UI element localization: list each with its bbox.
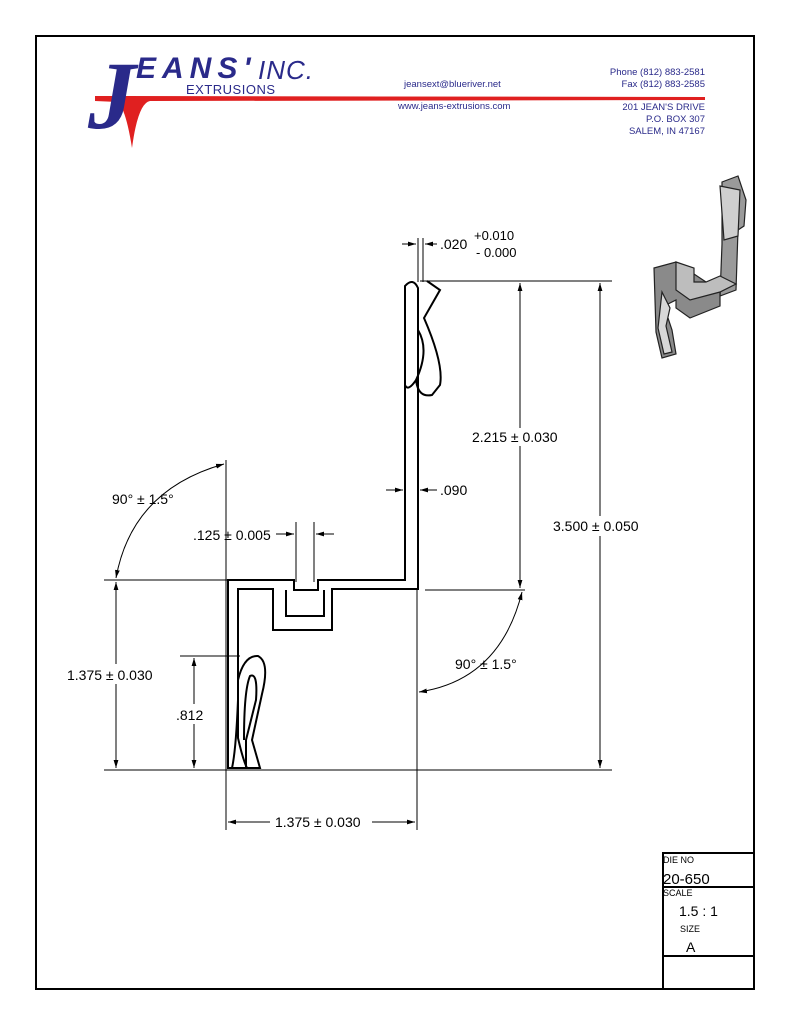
slot-dim: .125 ± 0.005 <box>193 527 271 543</box>
size-value: A <box>686 939 696 955</box>
top-clip <box>414 280 442 397</box>
angle-right-dim: 90° ± 1.5° <box>455 656 517 672</box>
scale-label: SCALE <box>663 888 693 898</box>
wall-dim: .090 <box>440 482 468 498</box>
title-block-divider-2 <box>662 955 755 957</box>
address-line-3: SALEM, IN 47167 <box>628 126 705 137</box>
profile-outline <box>227 281 419 769</box>
width-dim: 1.375 ± 0.030 <box>275 814 361 830</box>
logo-inc: INC. <box>258 55 314 85</box>
angle-left-dim: 90° ± 1.5° <box>112 491 174 507</box>
logo-eans: EANS' <box>136 52 257 85</box>
title-block <box>662 852 755 990</box>
phone-text: Phone (812) 883-2581 <box>609 67 705 78</box>
lower-height-dim: 1.375 ± 0.030 <box>67 667 153 683</box>
upper-height-dim: 2.215 ± 0.030 <box>472 429 558 445</box>
logo-extrusions: EXTRUSIONS <box>186 82 276 97</box>
wall-top-minus: - 0.000 <box>476 245 517 260</box>
fax-text: Fax (812) 883-2585 <box>621 79 705 90</box>
slot-inner <box>285 590 325 617</box>
phone-block: Phone (812) 883-2581 Fax (812) 883-2585 <box>610 67 705 91</box>
address-line-2: P.O. BOX 307 <box>646 114 705 125</box>
wall-top-dim: .020 <box>440 236 468 252</box>
website-text: www.jeans-extrusions.com <box>398 101 511 112</box>
bottom-clip <box>237 654 267 769</box>
logo-j: J <box>88 42 136 149</box>
wall-top-plus: +0.010 <box>474 228 515 243</box>
title-block-divider-1 <box>662 886 755 888</box>
total-height-dim: 3.500 ± 0.050 <box>553 518 639 534</box>
clip-height-dim: .812 <box>176 707 204 723</box>
drawing-border <box>35 35 755 990</box>
address-block: 201 JEAN'S DRIVE P.O. BOX 307 SALEM, IN … <box>622 102 705 138</box>
email-text: jeansext@blueriver.net <box>404 79 501 90</box>
size-label: SIZE <box>680 924 701 934</box>
scale-value: 1.5 : 1 <box>679 903 718 919</box>
die-no-value: 20-650 <box>663 871 710 888</box>
address-line-1: 201 JEAN'S DRIVE <box>622 102 705 113</box>
die-no-label: DIE NO <box>663 855 695 865</box>
